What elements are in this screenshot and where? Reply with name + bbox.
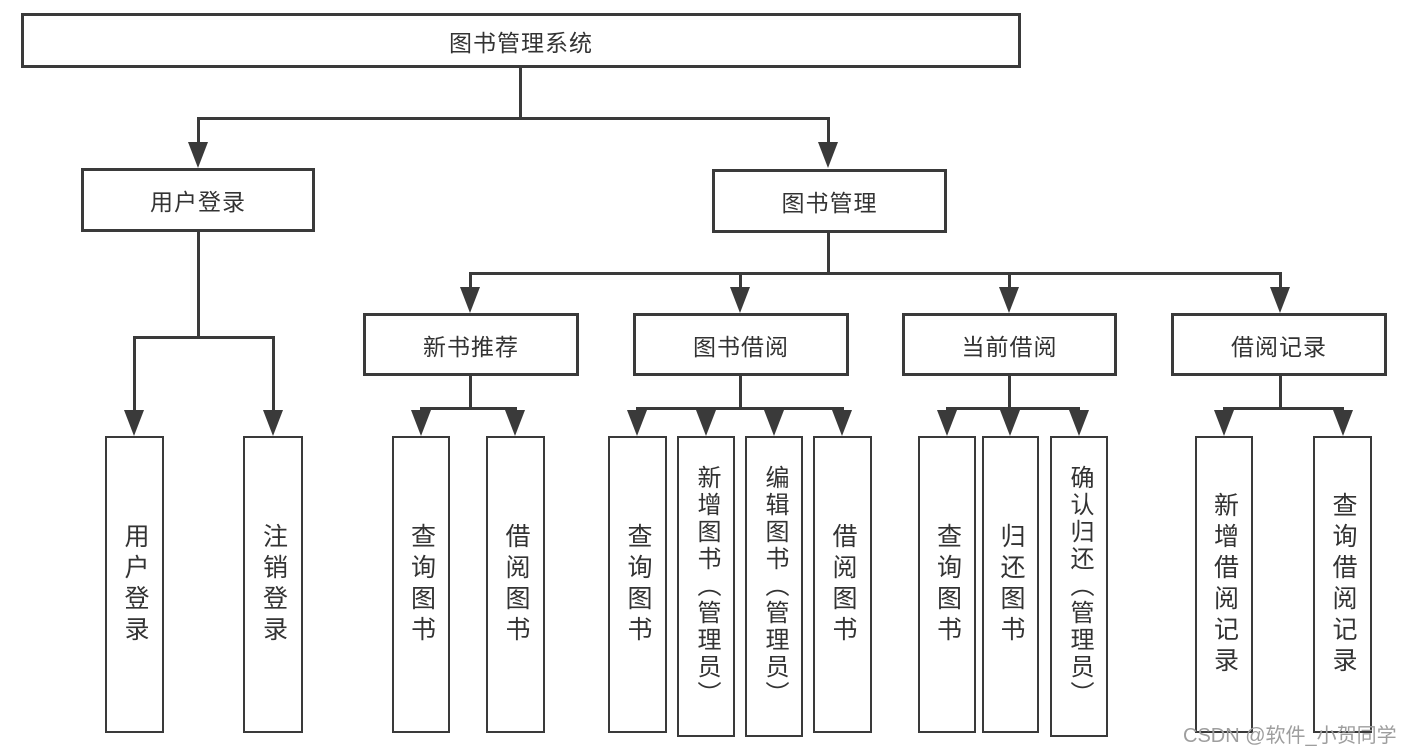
connector-borrow-records-stem bbox=[1279, 376, 1282, 409]
connector-to-book-borrow bbox=[739, 272, 742, 289]
node-borrow-records-label: 借阅记录 bbox=[1231, 333, 1327, 360]
connector-level2-split bbox=[469, 272, 1282, 275]
leaf-add-book-admin-label: 新增图书（管理员） bbox=[693, 465, 720, 708]
node-book-management-label: 图书管理 bbox=[781, 190, 878, 216]
arrow-down-icon bbox=[818, 142, 838, 168]
node-new-book-recommend-label: 新书推荐 bbox=[423, 333, 519, 360]
arrow-down-icon bbox=[505, 410, 525, 436]
connector-book-borrow-split bbox=[636, 407, 844, 410]
connector-book-management-stem bbox=[827, 233, 830, 274]
arrow-down-icon bbox=[937, 410, 957, 436]
connector-user-login-split bbox=[133, 336, 275, 339]
watermark: CSDN @软件_小贺同学 bbox=[1183, 725, 1397, 747]
leaf-user-login-label: 用户登录 bbox=[121, 522, 149, 647]
leaf-query-books-current: 查询图书 bbox=[918, 436, 976, 733]
leaf-borrow-books-recommend: 借阅图书 bbox=[486, 436, 545, 733]
arrow-down-icon bbox=[1000, 410, 1020, 436]
arrow-down-icon bbox=[124, 410, 144, 436]
arrow-down-icon bbox=[832, 410, 852, 436]
leaf-confirm-return-admin: 确认归还（管理员） bbox=[1050, 436, 1108, 737]
arrow-down-icon bbox=[764, 410, 784, 436]
leaf-return-books: 归还图书 bbox=[982, 436, 1039, 733]
leaf-edit-book-admin: 编辑图书（管理员） bbox=[745, 436, 803, 737]
connector-new-book-stem bbox=[469, 376, 472, 409]
connector-to-book-management bbox=[827, 117, 830, 143]
connector-to-current-borrow bbox=[1008, 272, 1011, 289]
arrow-down-icon bbox=[730, 287, 750, 313]
leaf-confirm-return-admin-label: 确认归还（管理员） bbox=[1066, 465, 1093, 708]
connector-to-borrow-records bbox=[1279, 272, 1282, 289]
leaf-query-books-borrow: 查询图书 bbox=[608, 436, 667, 733]
arrow-down-icon bbox=[999, 287, 1019, 313]
leaf-add-borrow-record-label: 新增借阅记录 bbox=[1210, 491, 1239, 678]
connector-to-user-login bbox=[197, 117, 200, 143]
node-new-book-recommend: 新书推荐 bbox=[363, 313, 579, 376]
leaf-borrow-books-label: 借阅图书 bbox=[829, 522, 857, 647]
node-book-borrow: 图书借阅 bbox=[633, 313, 849, 376]
arrow-down-icon bbox=[627, 410, 647, 436]
arrow-down-icon bbox=[1214, 410, 1234, 436]
node-user-login: 用户登录 bbox=[81, 168, 315, 232]
connector-current-borrow-stem bbox=[1008, 376, 1011, 409]
connector-borrow-records-split bbox=[1223, 407, 1344, 410]
leaf-user-login: 用户登录 bbox=[105, 436, 164, 733]
leaf-logout-label: 注销登录 bbox=[259, 522, 288, 647]
leaf-return-books-label: 归还图书 bbox=[997, 522, 1025, 647]
leaf-query-books-current-label: 查询图书 bbox=[933, 522, 962, 647]
arrow-down-icon bbox=[460, 287, 480, 313]
connector-to-new-book bbox=[469, 272, 472, 289]
connector-user-login-stem bbox=[197, 232, 200, 338]
leaf-query-books-recommend-label: 查询图书 bbox=[407, 522, 436, 647]
connector-to-leaf-user-login bbox=[133, 336, 136, 411]
node-root-label: 图书管理系统 bbox=[449, 29, 593, 56]
arrow-down-icon bbox=[263, 410, 283, 436]
arrow-down-icon bbox=[411, 410, 431, 436]
arrow-down-icon bbox=[1333, 410, 1353, 436]
leaf-add-borrow-record: 新增借阅记录 bbox=[1195, 436, 1253, 733]
node-current-borrow: 当前借阅 bbox=[902, 313, 1117, 376]
node-current-borrow-label: 当前借阅 bbox=[961, 333, 1058, 360]
node-root: 图书管理系统 bbox=[21, 13, 1021, 68]
leaf-borrow-books-recommend-label: 借阅图书 bbox=[502, 522, 530, 647]
arrow-down-icon bbox=[188, 142, 208, 168]
arrow-down-icon bbox=[1069, 410, 1089, 436]
connector-book-borrow-stem bbox=[739, 376, 742, 409]
connector-root-stem bbox=[519, 68, 522, 118]
node-book-management: 图书管理 bbox=[712, 169, 947, 233]
leaf-logout: 注销登录 bbox=[243, 436, 303, 733]
node-user-login-label: 用户登录 bbox=[150, 189, 246, 215]
leaf-query-books-borrow-label: 查询图书 bbox=[624, 522, 652, 647]
leaf-borrow-books: 借阅图书 bbox=[813, 436, 872, 733]
leaf-add-book-admin: 新增图书（管理员） bbox=[677, 436, 735, 737]
node-book-borrow-label: 图书借阅 bbox=[693, 333, 789, 360]
leaf-query-borrow-record-label: 查询借阅记录 bbox=[1329, 491, 1357, 678]
connector-to-leaf-logout bbox=[272, 336, 275, 411]
arrow-down-icon bbox=[696, 410, 716, 436]
connector-level1-split bbox=[197, 117, 830, 120]
connector-new-book-split bbox=[420, 407, 517, 410]
leaf-query-books-recommend: 查询图书 bbox=[392, 436, 450, 733]
connector-current-borrow-split bbox=[946, 407, 1080, 410]
leaf-query-borrow-record: 查询借阅记录 bbox=[1313, 436, 1372, 733]
leaf-edit-book-admin-label: 编辑图书（管理员） bbox=[761, 465, 788, 708]
node-borrow-records: 借阅记录 bbox=[1171, 313, 1387, 376]
arrow-down-icon bbox=[1270, 287, 1290, 313]
